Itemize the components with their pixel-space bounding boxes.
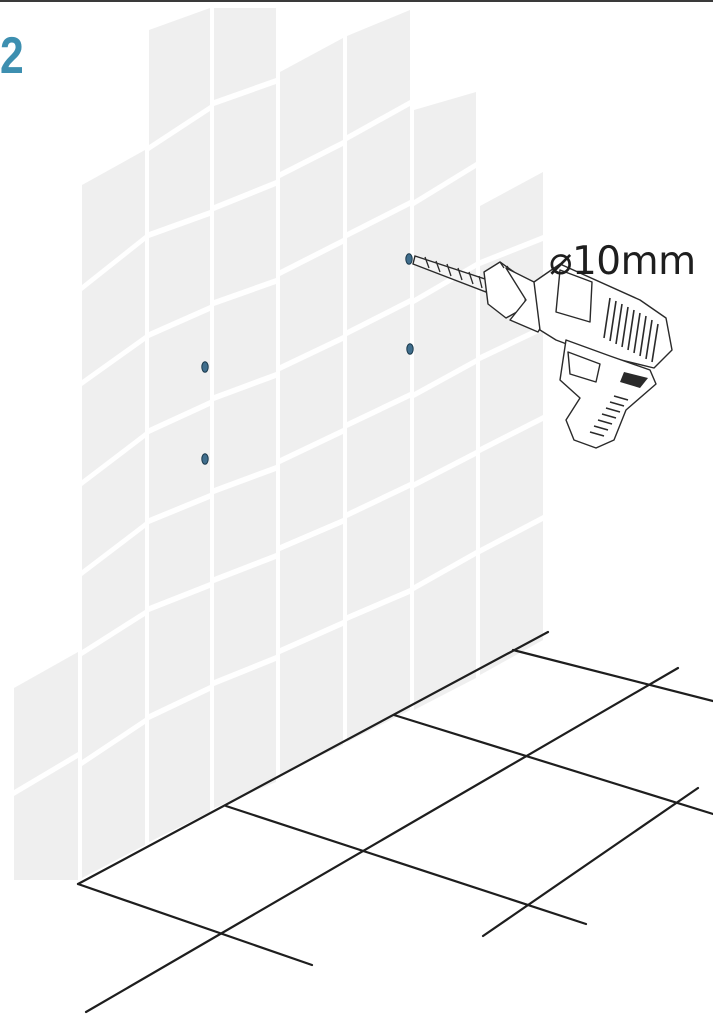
drill-hole-icon xyxy=(405,253,413,265)
wall-tile xyxy=(280,626,343,775)
wall-tile xyxy=(149,691,210,842)
floor-line xyxy=(224,804,588,926)
wall-tile xyxy=(14,758,78,880)
wall-tile xyxy=(149,406,210,518)
wall-tile xyxy=(414,556,476,710)
wall-tile xyxy=(347,304,410,422)
wall-tile xyxy=(414,456,476,585)
wall-tile xyxy=(347,488,410,615)
wall-tile xyxy=(480,421,543,548)
wall-tile xyxy=(280,434,343,545)
wall-tile xyxy=(214,284,276,395)
wall-tile xyxy=(280,146,343,270)
wall-tile xyxy=(14,652,78,790)
wall-tile xyxy=(149,588,210,714)
drill-holes xyxy=(201,253,414,465)
wall-tile xyxy=(82,241,145,380)
wall-tile xyxy=(280,244,343,365)
wall-tile xyxy=(347,106,410,232)
wall-tile xyxy=(347,206,410,330)
wall-tile xyxy=(82,341,145,480)
wall-tile xyxy=(82,724,145,878)
wall-tile xyxy=(82,438,145,570)
wall-tile xyxy=(214,8,276,100)
wall-tile xyxy=(347,10,410,135)
wall-tile xyxy=(280,341,343,458)
floor-grid xyxy=(76,630,713,1014)
wall-tile xyxy=(149,499,210,606)
wall-tile xyxy=(414,268,476,392)
wall-tile xyxy=(280,38,343,172)
drill-hole-icon xyxy=(201,361,209,373)
wall-tile xyxy=(414,364,476,482)
floor-line xyxy=(481,786,700,938)
wall-tile xyxy=(214,378,276,488)
wall-tile xyxy=(214,661,276,808)
wall-tile xyxy=(82,528,145,650)
wall-tile xyxy=(214,186,276,300)
wall-tile xyxy=(214,559,276,680)
wall-tile xyxy=(414,92,476,200)
wall-tile xyxy=(214,471,276,577)
drill-bit-diameter-label: ⌀10mm xyxy=(549,239,696,284)
floor-line xyxy=(76,882,314,967)
tiled-wall xyxy=(14,8,543,880)
wall-tile xyxy=(82,150,145,285)
drill-hole-icon xyxy=(201,453,209,465)
wall-tile xyxy=(480,172,543,260)
wall-tile xyxy=(82,616,145,760)
wall-tile xyxy=(280,524,343,648)
wall-tile xyxy=(347,398,410,512)
wall-tile xyxy=(149,8,210,145)
floor-line xyxy=(392,713,713,816)
wall-tile xyxy=(214,84,276,205)
wall-tile xyxy=(149,311,210,428)
floor-line xyxy=(76,630,550,886)
wall-tile xyxy=(149,111,210,232)
drill-vents xyxy=(603,297,659,363)
wall-tile xyxy=(149,216,210,332)
wall-tile xyxy=(480,521,543,675)
floor-line xyxy=(511,648,713,703)
floor-line xyxy=(84,666,680,1014)
drill-hole-icon xyxy=(406,343,414,355)
wall-tile xyxy=(480,331,543,447)
step-number: 2 xyxy=(0,27,24,85)
wall-tile xyxy=(347,594,410,742)
top-rule xyxy=(0,0,713,2)
power-drill-icon xyxy=(412,255,673,449)
